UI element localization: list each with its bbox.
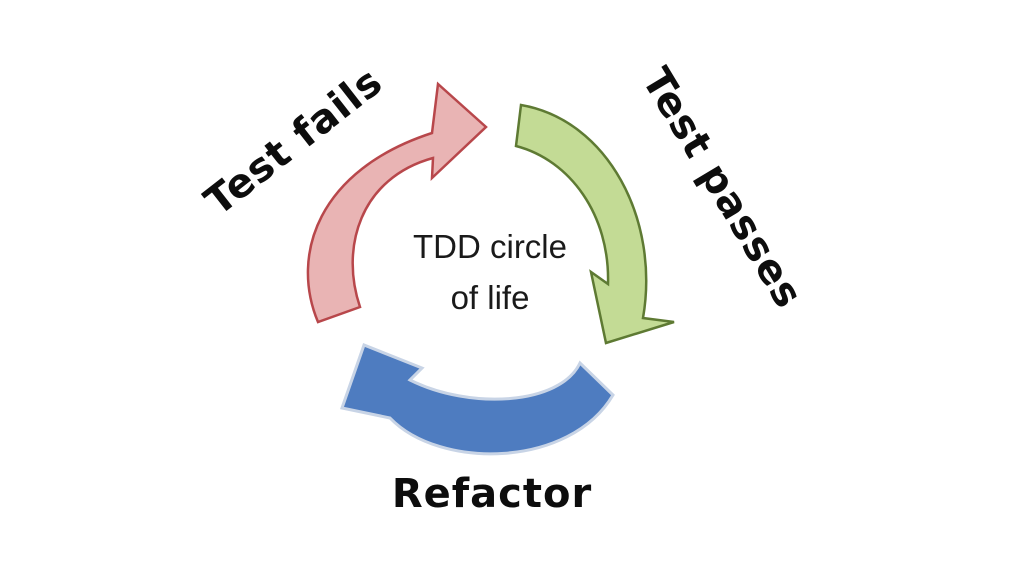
test-fails-arrow — [306, 81, 488, 324]
center-title-line-2: of life — [451, 279, 530, 316]
refactor-label: Refactor — [392, 471, 592, 517]
test-passes-label: Test passes — [633, 60, 812, 316]
center-title-line-1: TDD circle — [413, 228, 567, 265]
refactor-arrow — [340, 343, 615, 456]
test-passes-arrow — [514, 103, 675, 345]
